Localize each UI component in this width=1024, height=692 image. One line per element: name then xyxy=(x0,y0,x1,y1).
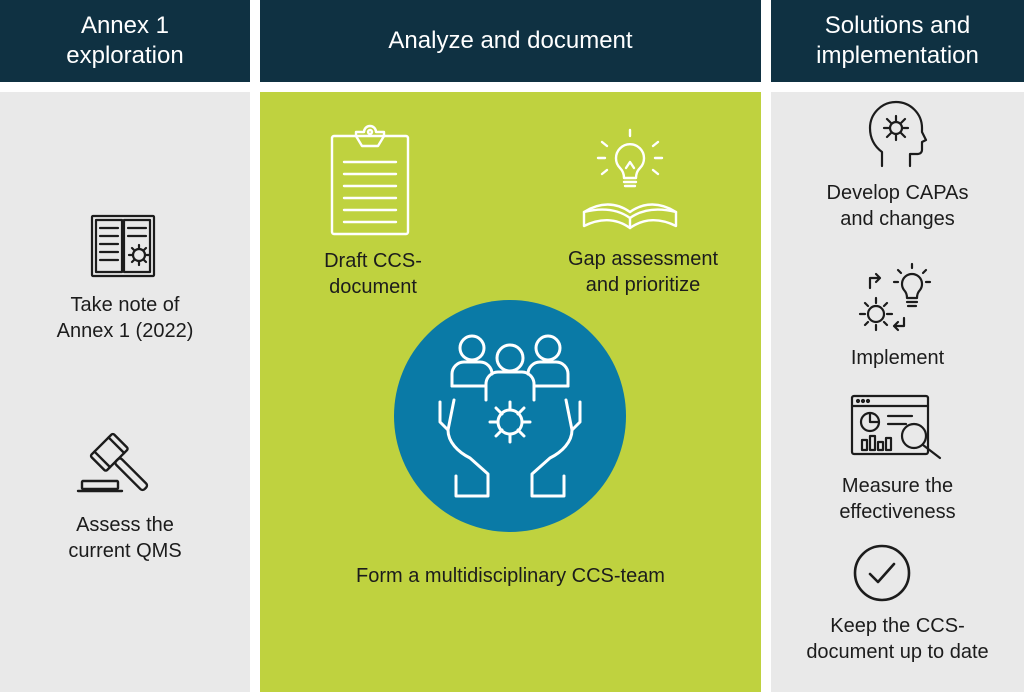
team-circle xyxy=(394,300,626,532)
label-develop-capas: Develop CAPAs and changes xyxy=(826,182,969,230)
column-exploration xyxy=(0,92,250,692)
gear-lightbulb-icon xyxy=(858,262,932,332)
header-solutions-implementation: Solutions and implementation xyxy=(771,0,1024,82)
label-draft-ccs: Draft CCS- document xyxy=(324,250,422,298)
label-gap-assessment: Gap assessment and prioritize xyxy=(567,248,719,296)
label-implement: Implement xyxy=(850,347,945,369)
book-lightbulb-icon xyxy=(582,128,678,230)
label-assess-qms: Assess the current QMS xyxy=(68,514,182,562)
header-analyze-document: Analyze and document xyxy=(260,0,761,82)
clipboard-icon xyxy=(330,124,410,236)
header-annex-exploration: Annex 1 exploration xyxy=(0,0,250,82)
column-solutions xyxy=(771,92,1024,692)
annex-book-icon xyxy=(90,214,156,278)
label-measure-effectiveness: Measure the effectiveness xyxy=(839,475,956,523)
label-form-team: Form a multidisciplinary CCS-team xyxy=(356,565,665,587)
head-gear-icon xyxy=(868,100,928,168)
gavel-icon xyxy=(76,432,149,493)
dashboard-magnifier-icon xyxy=(850,394,942,460)
label-keep-ccs-updated: Keep the CCS- document up to date xyxy=(806,615,989,663)
label-take-note-annex: Take note of Annex 1 (2022) xyxy=(56,294,194,342)
team-hands-gear-icon xyxy=(438,334,582,498)
checkmark-circle-icon xyxy=(853,544,911,602)
